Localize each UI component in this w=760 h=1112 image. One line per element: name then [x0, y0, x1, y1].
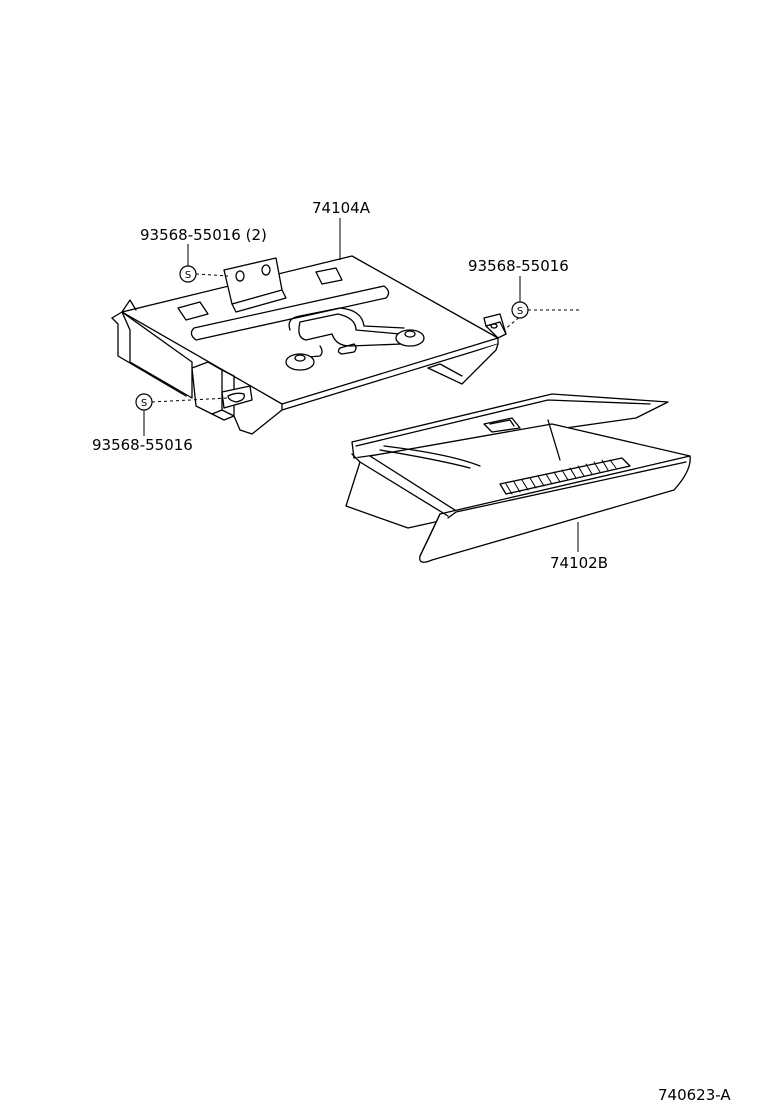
callout-74102b: 74102B	[550, 554, 608, 572]
screw-symbol-top-left: S	[179, 265, 197, 283]
callout-screw-left: 93568-55016	[92, 436, 193, 454]
leader-lines	[143, 218, 580, 552]
svg-text:S: S	[141, 398, 147, 409]
screw-symbol-left: S	[135, 393, 153, 411]
callout-screw-top-left: 93568-55016 (2)	[140, 226, 267, 244]
screw-symbol-right: S	[511, 301, 529, 319]
bracket-74104a	[111, 255, 507, 435]
svg-text:S: S	[185, 270, 191, 281]
callout-screw-right: 93568-55016	[468, 257, 569, 275]
callout-74104a: 74104A	[312, 199, 371, 217]
illustration-code: 740623-A	[658, 1086, 731, 1104]
glovebox-74102b	[345, 393, 691, 563]
svg-text:S: S	[517, 306, 523, 317]
